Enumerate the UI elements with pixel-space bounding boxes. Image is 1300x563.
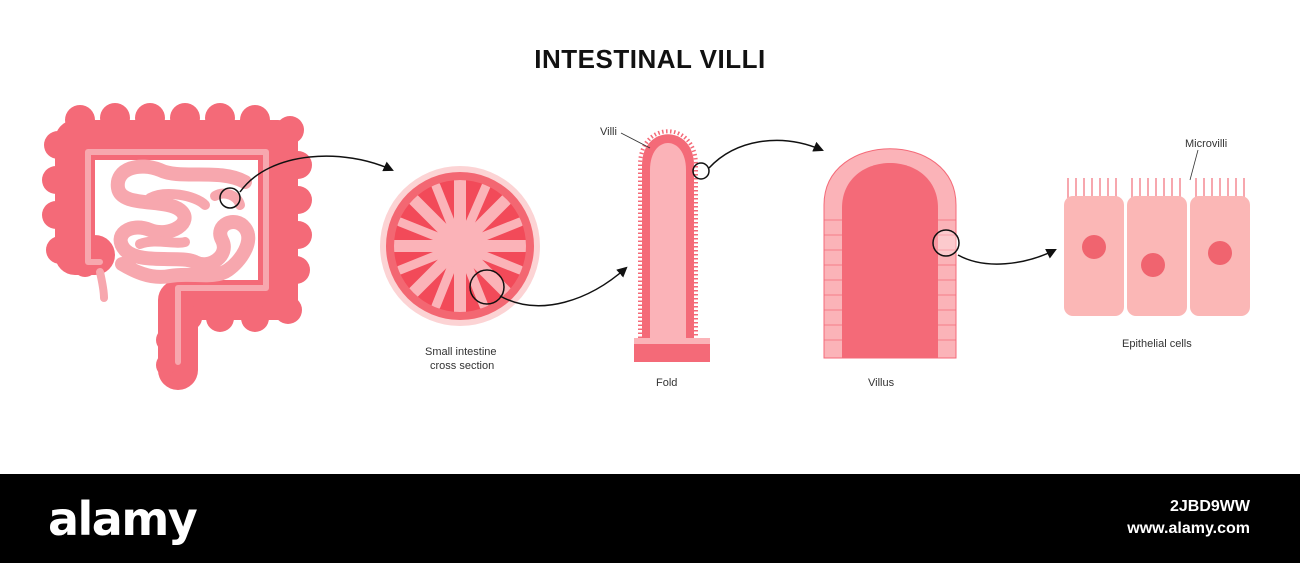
appendix bbox=[96, 268, 108, 302]
magnifier-circle bbox=[469, 269, 505, 305]
magnifier-circle bbox=[219, 187, 241, 209]
magnifier-circle bbox=[692, 162, 710, 180]
nucleus bbox=[1082, 235, 1106, 259]
watermark-footer: alamy 2JBD9WW www.alamy.com bbox=[0, 474, 1300, 563]
large-intestine-inner bbox=[85, 149, 269, 365]
nucleus bbox=[1208, 241, 1232, 265]
arrow-3 bbox=[708, 139, 824, 169]
label-villi: Villi bbox=[600, 126, 617, 138]
site-url: www.alamy.com bbox=[1127, 520, 1250, 537]
fold-illustration bbox=[620, 129, 710, 362]
page-title: INTESTINAL VILLI bbox=[534, 44, 766, 74]
epithelial-cells-illustration bbox=[1064, 149, 1250, 316]
arrow-2 bbox=[499, 266, 628, 307]
label-cross-section-line2: cross section bbox=[430, 360, 495, 372]
label-villus: Villus bbox=[868, 377, 895, 389]
magnifier-circle bbox=[932, 229, 960, 257]
brand-logo: alamy bbox=[48, 492, 198, 546]
villus-illustration bbox=[823, 148, 960, 359]
label-microvilli: Microvilli bbox=[1185, 138, 1228, 150]
label-fold: Fold bbox=[656, 377, 678, 389]
cross-section-illustration bbox=[380, 166, 540, 326]
label-cross-section-line1: Small intestine bbox=[425, 346, 497, 358]
label-epithelial-cells: Epithelial cells bbox=[1122, 338, 1192, 350]
intestine-illustration bbox=[42, 103, 312, 390]
arrow-4 bbox=[957, 249, 1057, 265]
nucleus bbox=[1141, 253, 1165, 277]
image-id: 2JBD9WW bbox=[1169, 498, 1250, 515]
small-intestine bbox=[110, 159, 256, 284]
arrow-1 bbox=[239, 155, 394, 193]
large-intestine-bulges bbox=[42, 103, 312, 386]
